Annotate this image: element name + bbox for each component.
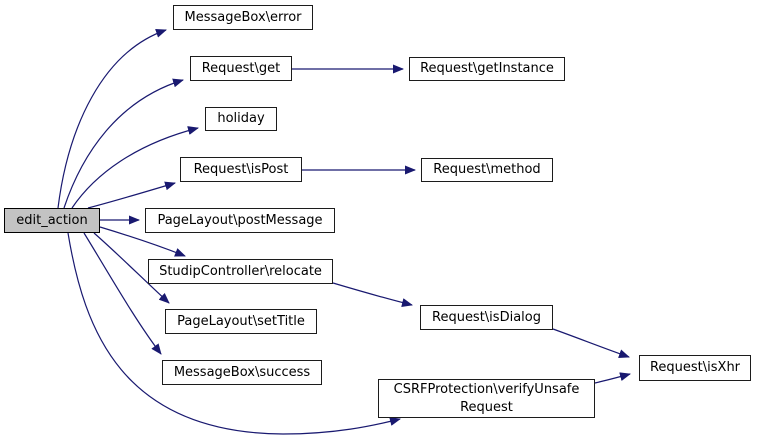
edge-edit-action-to-messagebox-success: [83, 232, 162, 355]
node-request-ispost[interactable]: Request\isPost: [180, 157, 302, 182]
node-request-method[interactable]: Request\method: [421, 158, 553, 182]
edge-edit-action-to-holiday: [71, 126, 199, 209]
edge-edit-action-to-pagelayout-settitle: [93, 232, 170, 304]
edge-edit-action-to-csrfprotection-verifyunsaferequest: [67, 232, 401, 435]
edge-edit-action-to-request-ispost: [87, 181, 176, 209]
edge-edit-action-to-messagebox-error: [57, 29, 167, 209]
node-request-isdialog[interactable]: Request\isDialog: [420, 305, 553, 330]
edge-studipcontroller-relocate-to-request-isdialog: [332, 282, 413, 307]
node-pagelayout-settitle[interactable]: PageLayout\setTitle: [165, 309, 317, 334]
node-holiday[interactable]: holiday: [205, 107, 277, 131]
node-request-getinstance[interactable]: Request\getInstance: [409, 57, 565, 81]
edge-request-isdialog-to-request-isxhr: [552, 328, 630, 358]
node-edit-action: edit_action: [4, 208, 100, 233]
node-studipcontroller-relocate[interactable]: StudipController\relocate: [148, 259, 333, 284]
node-messagebox-success[interactable]: MessageBox\success: [162, 360, 322, 385]
node-request-isxhr[interactable]: Request\isXhr: [639, 355, 751, 381]
edge-csrfprotection-verifyunsaferequest-to-request-isxhr: [594, 372, 631, 384]
node-csrfprotection-verifyunsaferequest[interactable]: CSRFProtection\verifyUnsafe Request: [378, 379, 595, 418]
node-request-get[interactable]: Request\get: [190, 56, 292, 81]
edge-edit-action-to-studipcontroller-relocate: [99, 226, 186, 257]
edge-edit-action-to-request-get: [63, 78, 184, 209]
node-messagebox-error[interactable]: MessageBox\error: [173, 5, 313, 30]
node-pagelayout-postmessage[interactable]: PageLayout\postMessage: [145, 208, 335, 233]
